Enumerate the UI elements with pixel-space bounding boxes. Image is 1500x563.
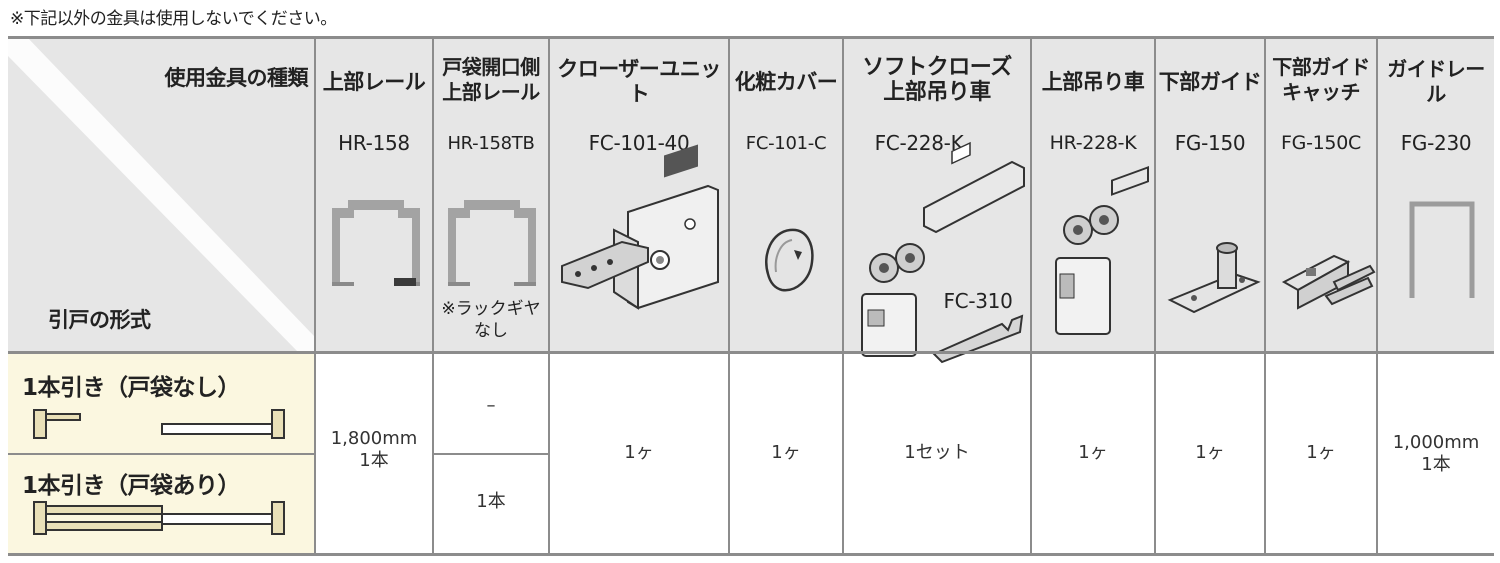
upper-rail-no-rack-icon (448, 200, 536, 286)
lower-guide-icon (1167, 242, 1261, 314)
lower-guide-catch-icon (1281, 254, 1376, 310)
grid-v4 (728, 36, 730, 556)
code-closer: FC-101-40 (588, 131, 690, 155)
grid-v6 (1030, 36, 1032, 556)
hardware-table: 使用金具の種類 引戸の形式 上部レール 戸袋開口側 上部レール クローザーユニッ… (8, 36, 1494, 556)
col-name-guide-catch: 下部ガイド キャッチ (1272, 55, 1370, 104)
soft-close-hanger-icon (861, 141, 1025, 364)
upper-rail-icon (332, 200, 420, 286)
grid-row-split-left (8, 453, 314, 455)
corner-top-label: 使用金具の種類 (164, 65, 309, 90)
value-guide-catch: 1ヶ (1306, 442, 1336, 463)
value-upper-rail: 1,800mm 1本 (330, 428, 418, 471)
grid-v8 (1264, 36, 1266, 556)
grid-v1 (314, 36, 316, 556)
code-upper-rail: HR-158 (338, 131, 410, 155)
code-hanger: HR-228-K (1049, 132, 1137, 154)
single-door-no-pocket-icon (33, 409, 285, 439)
grid-top (8, 36, 1494, 39)
pocket-rail-sub-note: ※ラックギヤ なし (441, 299, 541, 341)
grid-row-split-pocket (432, 453, 550, 455)
col-name-upper-rail: 上部レール (322, 69, 426, 94)
col-name-pocket-rail: 戸袋開口側 上部レール (442, 55, 540, 104)
col-name-hanger: 上部吊り車 (1041, 69, 1145, 94)
value-hanger: 1ヶ (1078, 442, 1108, 463)
guide-rail-icon (1409, 201, 1475, 298)
row-label-no-pocket: 1本引き（戸袋なし） (22, 375, 241, 401)
code-pocket-rail: HR-158TB (447, 132, 535, 154)
decorative-cover-icon (765, 228, 814, 292)
grid-v9 (1376, 36, 1378, 556)
grid-v3 (548, 36, 550, 556)
single-door-with-pocket-icon (33, 501, 285, 535)
value-guide-rail: 1,000mm 1本 (1392, 432, 1480, 475)
grid-v5 (842, 36, 844, 556)
corner-bottom-label: 引戸の形式 (48, 307, 151, 332)
grid-v7 (1154, 36, 1156, 556)
grid-bottom (8, 553, 1494, 556)
code-guide-catch: FG-150C (1281, 132, 1361, 154)
col-name-guide-rail: ガイドレール (1387, 57, 1485, 106)
upper-hanger-icon (1055, 166, 1149, 335)
col-name-soft-close: ソフトクローズ 上部吊り車 (862, 55, 1012, 105)
value-pocket-rail-row1: – (486, 395, 496, 416)
col-name-cover: 化粧カバー (734, 69, 838, 94)
value-lower-guide: 1ヶ (1195, 442, 1225, 463)
value-pocket-rail-row2: 1本 (476, 491, 506, 512)
code-cover: FC-101-C (745, 132, 827, 154)
grid-header-bottom (8, 351, 1494, 354)
code-guide-rail: FG-230 (1400, 131, 1472, 155)
usage-note: ※下記以外の金具は使用しないでください。 (10, 9, 337, 29)
grid-v2 (432, 36, 434, 556)
closer-unit-icon (561, 144, 719, 310)
extra-code-soft-close: FC-310 (943, 289, 1013, 313)
value-soft-close: 1セット (904, 442, 970, 463)
code-lower-guide: FG-150 (1174, 131, 1246, 155)
col-name-lower-guide: 下部ガイド (1158, 69, 1262, 94)
row-label-with-pocket: 1本引き（戸袋あり） (22, 473, 241, 499)
col-name-closer: クローザーユニット (557, 57, 721, 106)
code-soft-close: FC-228-K (874, 131, 964, 155)
corner-diagonal (8, 36, 314, 352)
value-cover: 1ヶ (771, 442, 801, 463)
value-closer: 1ヶ (624, 442, 654, 463)
